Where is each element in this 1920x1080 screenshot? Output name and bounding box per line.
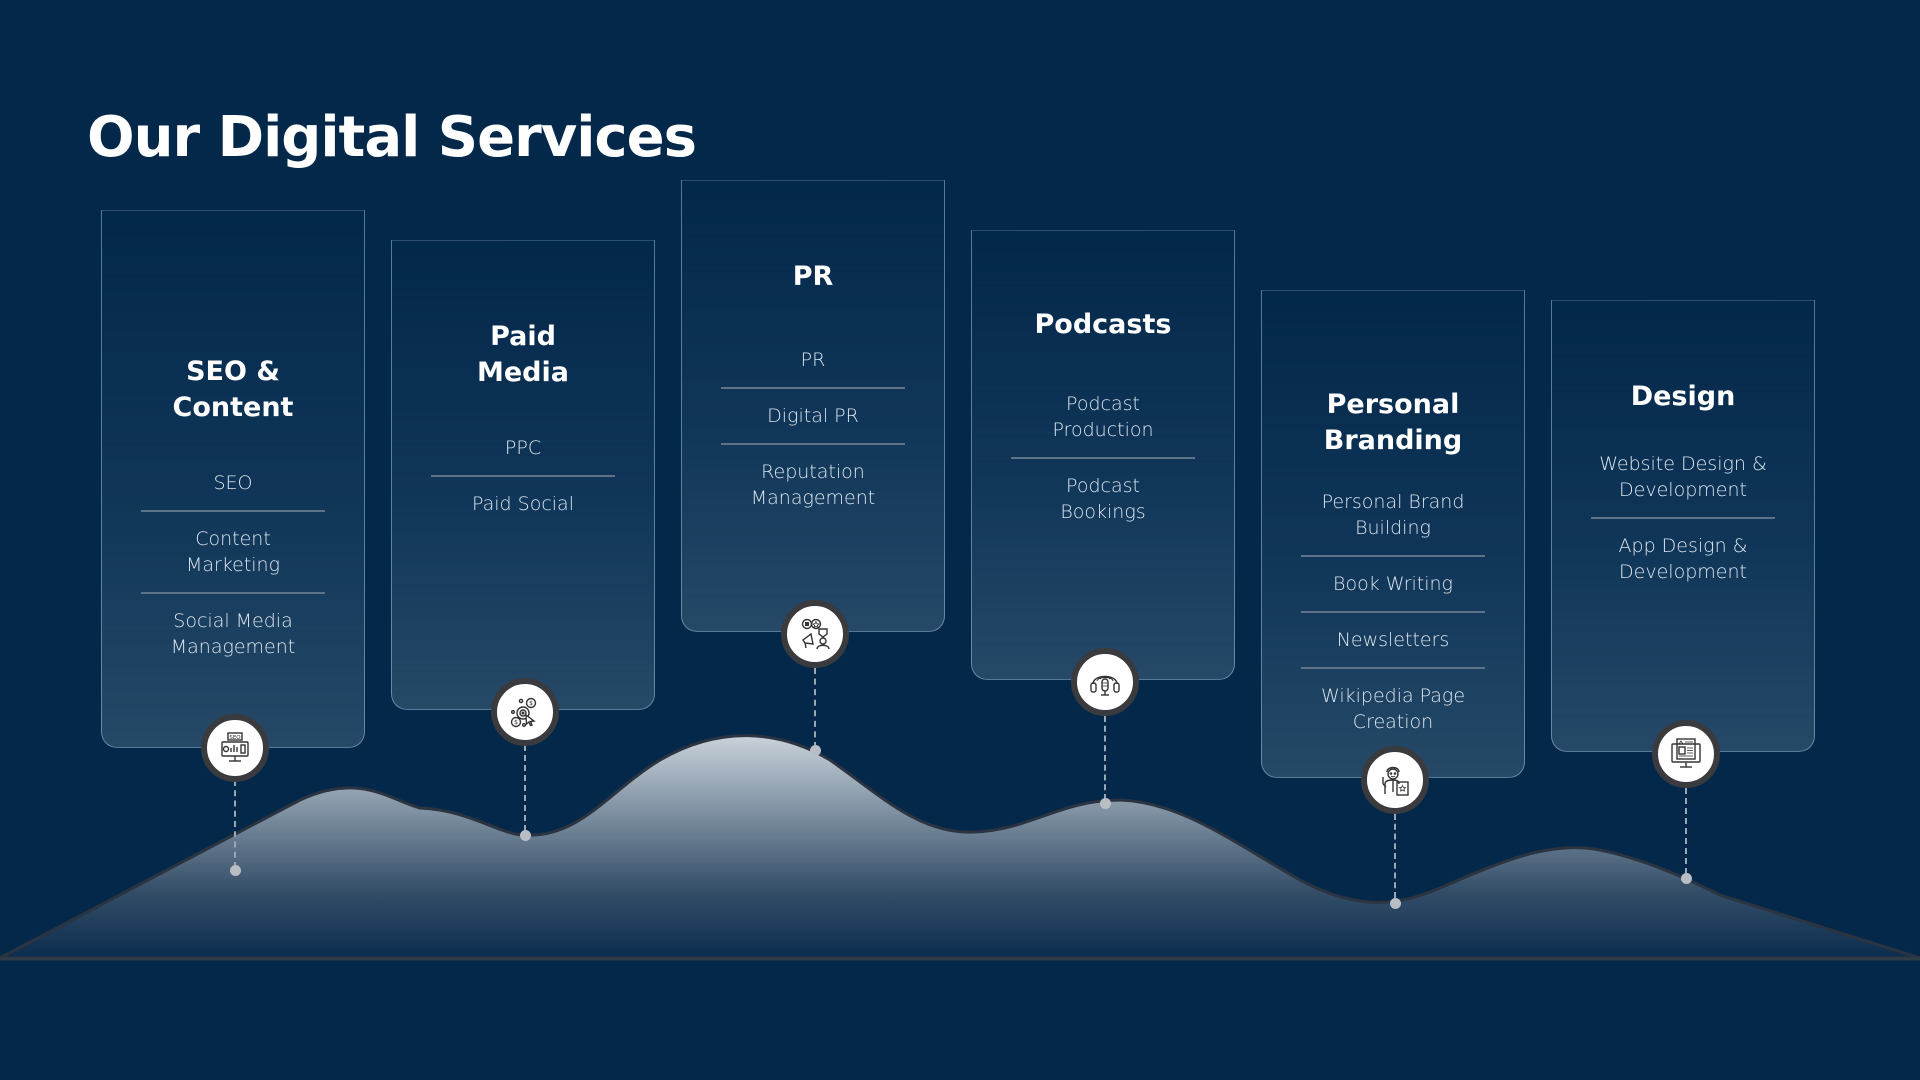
divider	[721, 443, 905, 445]
title-line: Personal	[1326, 389, 1460, 420]
web-design-monitor-icon	[1652, 720, 1720, 788]
anchor-dot	[230, 865, 241, 876]
svg-text:$: $	[514, 719, 518, 726]
service-item: PPC	[504, 437, 542, 459]
service-item: Digital PR	[767, 405, 859, 427]
service-card-title: PR	[703, 259, 923, 295]
service-card-design: Design Website Design &Development App D…	[1551, 300, 1815, 752]
divider	[141, 592, 325, 594]
service-card-title: Personal Branding	[1283, 387, 1503, 459]
page-title: Our Digital Services	[87, 105, 697, 170]
connector-line	[1685, 788, 1687, 874]
divider	[1301, 667, 1485, 669]
title-line: SEO &	[186, 356, 280, 387]
connector-line	[814, 668, 816, 748]
mountain-shape	[0, 734, 1920, 960]
service-card-title: SEO & Content	[123, 354, 343, 426]
service-item: Paid Social	[472, 493, 574, 515]
connector-line	[234, 780, 236, 868]
personal-branding-person-icon	[1361, 746, 1429, 814]
title-line: Branding	[1323, 425, 1463, 456]
title-line: Media	[477, 357, 569, 388]
pr-megaphone-icon	[781, 600, 849, 668]
anchor-dot	[810, 745, 821, 756]
divider	[1301, 555, 1485, 557]
service-item: SEO	[213, 472, 253, 494]
divider	[1591, 517, 1775, 519]
svg-text:SEO: SEO	[229, 735, 241, 741]
service-card-title: Paid Media	[413, 319, 633, 391]
divider	[431, 475, 615, 477]
service-item: Newsletters	[1336, 629, 1450, 651]
service-item: PR	[800, 349, 826, 371]
title-line: PR	[792, 261, 834, 292]
connector-line	[1104, 716, 1106, 800]
divider	[1301, 611, 1485, 613]
svg-text:$: $	[529, 700, 533, 707]
service-card-title: Podcasts	[993, 307, 1213, 343]
podcast-microphone-icon	[1071, 648, 1139, 716]
anchor-dot	[1681, 873, 1692, 884]
title-line: Design	[1630, 381, 1736, 412]
paid-media-target-icon: $ $	[491, 678, 559, 746]
service-card-title: Design	[1573, 379, 1793, 415]
service-card-paid-media: Paid Media PPC Paid Social	[391, 240, 655, 710]
anchor-dot	[1390, 898, 1401, 909]
connector-line	[524, 745, 526, 831]
connector-line	[1394, 814, 1396, 898]
divider	[721, 387, 905, 389]
anchor-dot	[520, 830, 531, 841]
service-item: Website Design &Development	[1599, 453, 1767, 501]
divider	[1011, 457, 1195, 459]
anchor-dot	[1100, 798, 1111, 809]
title-line: Podcasts	[1034, 309, 1172, 340]
title-line: Content	[172, 392, 294, 423]
title-line: Paid	[490, 321, 556, 352]
seo-monitor-icon: SEO	[201, 714, 269, 782]
divider	[141, 510, 325, 512]
service-item: Book Writing	[1333, 573, 1453, 595]
service-item: App Design &Development	[1618, 535, 1748, 583]
